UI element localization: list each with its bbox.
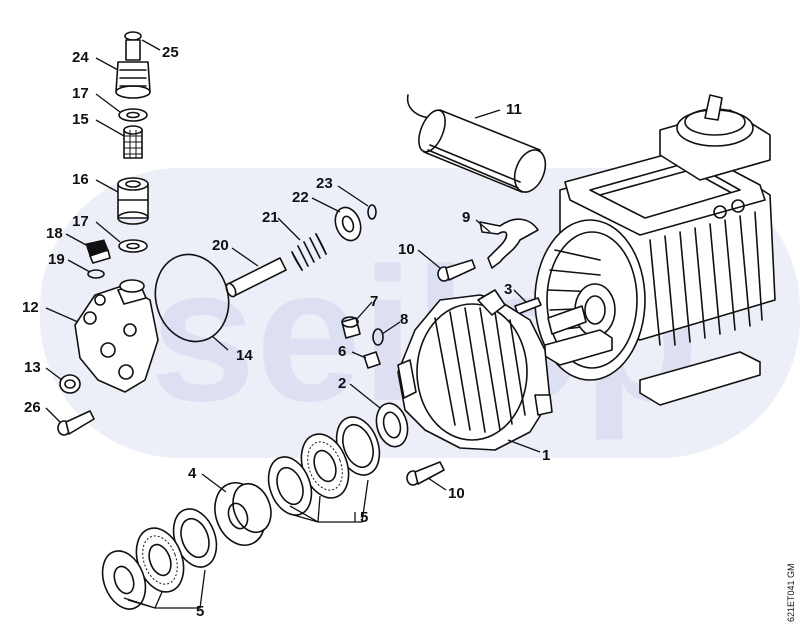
- callout-2: 2: [338, 375, 346, 392]
- part-15-filter: [123, 125, 143, 159]
- callout-6: 6: [338, 343, 346, 360]
- callout-20: 20: [212, 237, 229, 254]
- callout-23: 23: [316, 175, 333, 192]
- leader-lines: [45, 39, 541, 609]
- part-9-bracket: [479, 218, 539, 269]
- part-14-o-ring: [154, 253, 230, 343]
- callout-8: 8: [400, 311, 408, 328]
- callout-17-upper: 17: [72, 85, 89, 102]
- part-24-nipple: [115, 39, 151, 99]
- callout-17-lower: 17: [72, 213, 89, 230]
- callout-21: 21: [262, 209, 279, 226]
- callout-13: 13: [24, 359, 41, 376]
- electric-motor: [534, 94, 776, 406]
- part-26-screw: [57, 410, 95, 436]
- part-5-bearing-set-lower: [101, 508, 218, 610]
- part-20-piston: [225, 257, 287, 298]
- part-7-valve: [341, 316, 361, 339]
- part-19-o-ring: [87, 269, 105, 279]
- callout-16: 16: [72, 171, 89, 188]
- part-12-pump-head: [74, 279, 159, 393]
- part-2-seal: [375, 402, 409, 448]
- callout-3: 3: [504, 281, 512, 298]
- callout-24: 24: [72, 49, 89, 66]
- part-8-o-ring: [372, 328, 384, 346]
- part-23-circlip: [367, 204, 377, 220]
- callout-12: 12: [22, 299, 39, 316]
- document-code: 621ET041 GM: [786, 563, 796, 622]
- part-10-bolt-lower: [406, 461, 445, 486]
- part-1-housing: [397, 289, 553, 451]
- part-17-seal-upper: [118, 108, 148, 122]
- part-16-adapter: [117, 177, 149, 225]
- part-10-bolt-upper: [437, 259, 476, 282]
- part-22-washer: [334, 206, 362, 242]
- callout-10-upper: 10: [398, 241, 415, 258]
- part-4-swashplate: [214, 482, 272, 546]
- callout-11: 11: [506, 101, 522, 118]
- part-13-plug: [59, 374, 81, 394]
- part-18-cap: [85, 239, 111, 264]
- callout-1: 1: [542, 447, 550, 464]
- callout-5-middle: 5: [360, 509, 368, 526]
- part-25-o-ring: [124, 31, 142, 41]
- callout-15: 15: [72, 111, 89, 128]
- callout-9: 9: [462, 209, 470, 226]
- callout-5-lower: 5: [196, 603, 204, 620]
- callout-22: 22: [292, 189, 309, 206]
- callout-7: 7: [370, 293, 378, 310]
- callout-26: 26: [24, 399, 41, 416]
- callout-4: 4: [188, 465, 197, 482]
- callout-labels: 25 24 17 15 16 17 18 19 12 13 26 20 21 2…: [22, 44, 550, 620]
- part-5-bearing-set-middle: [267, 416, 381, 516]
- part-21-spring: [291, 233, 327, 271]
- part-6-bush: [363, 351, 381, 369]
- callout-19: 19: [48, 251, 65, 268]
- callout-10-lower: 10: [448, 485, 465, 502]
- callout-25: 25: [162, 44, 179, 61]
- callout-14: 14: [236, 347, 253, 364]
- part-17-seal-lower: [118, 239, 148, 253]
- callout-18: 18: [46, 225, 63, 242]
- part-11-capacitor: [406, 94, 547, 193]
